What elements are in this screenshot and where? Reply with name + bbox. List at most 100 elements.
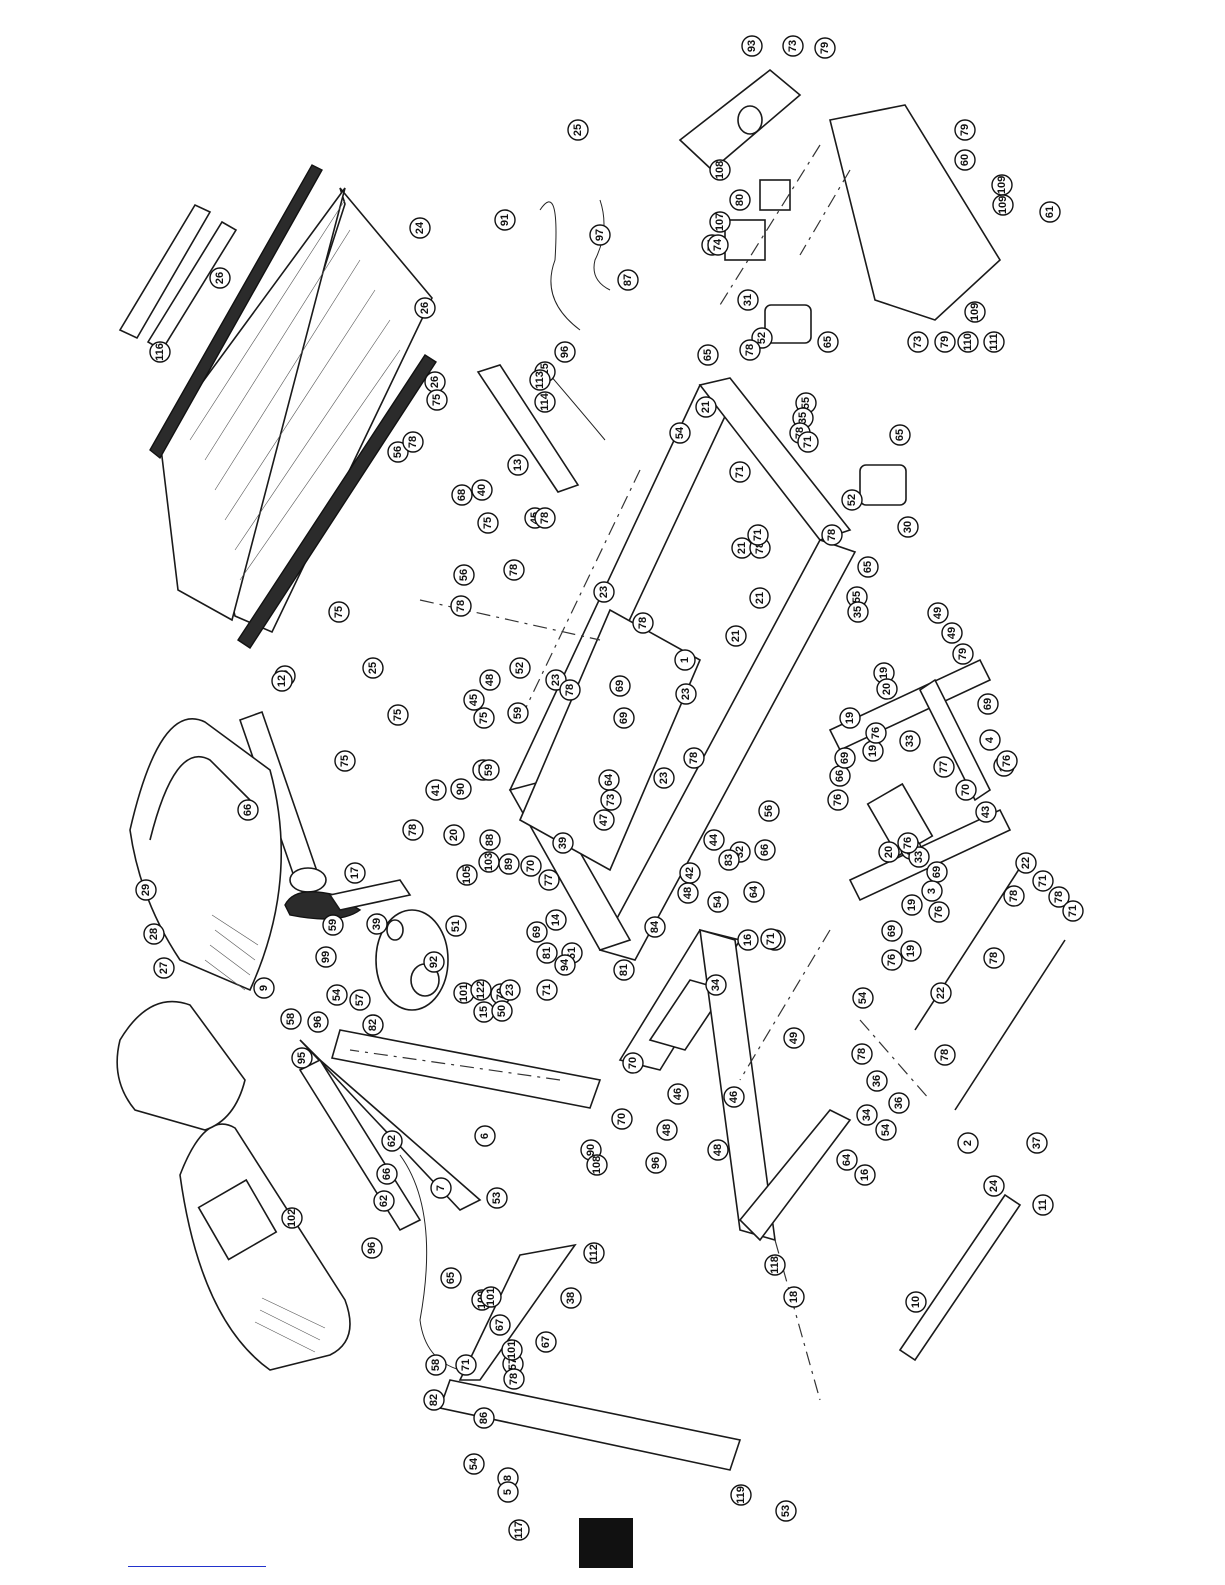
- callout-number: 64: [748, 885, 760, 898]
- callout-number: 29: [140, 884, 152, 896]
- callout-22: 22: [1015, 852, 1037, 874]
- callout-76: 76: [881, 949, 903, 971]
- callout-circle: [852, 987, 874, 1009]
- callout-number: 76: [832, 794, 844, 806]
- callout-1: 1: [674, 649, 696, 671]
- callout-number: 46: [672, 1088, 684, 1100]
- side-rails: [149, 164, 437, 649]
- callout-circle: [900, 940, 922, 962]
- callout-65: 65: [697, 344, 719, 366]
- callout-number: 65: [822, 336, 834, 348]
- callout-circle: [760, 928, 782, 950]
- callout-number: 76: [933, 906, 945, 918]
- callout-78: 78: [1048, 886, 1070, 908]
- callout-69: 69: [526, 921, 548, 943]
- callout-number: 78: [637, 617, 649, 629]
- callout-number: 101: [485, 1288, 497, 1306]
- callout-circle: [315, 946, 337, 968]
- callout-circle: [535, 1331, 557, 1353]
- callout-109: 109: [991, 174, 1013, 196]
- callout-circle: [856, 1104, 878, 1126]
- callout-number: 57: [354, 994, 366, 1006]
- callout-56: 56: [387, 441, 409, 463]
- callout-48: 48: [479, 669, 501, 691]
- callout-number: 78: [539, 512, 551, 524]
- callout-54: 54: [707, 891, 729, 913]
- callout-number: 28: [148, 928, 160, 940]
- callout-circle: [674, 649, 696, 671]
- callout-42: 42: [679, 862, 701, 884]
- callout-circle: [536, 942, 558, 964]
- callout-29: 29: [135, 879, 157, 901]
- callout-circle: [536, 979, 558, 1001]
- callout-59: 59: [507, 702, 529, 724]
- callout-circle: [888, 1092, 910, 1114]
- callout-circle: [362, 657, 384, 679]
- callout-circle: [934, 1044, 956, 1066]
- callout-number: 101: [506, 1341, 518, 1359]
- callout-87: 87: [617, 269, 639, 291]
- callout-number: 42: [684, 867, 696, 879]
- callout-number: 56: [392, 446, 404, 458]
- callout-circle: [593, 809, 615, 831]
- callout-number: 78: [826, 529, 838, 541]
- callout-number: 14: [550, 913, 562, 926]
- callout-number: 17: [349, 867, 361, 879]
- callout-circle: [478, 759, 500, 781]
- callout-circle: [941, 622, 963, 644]
- callout-38: 38: [560, 1287, 582, 1309]
- callout-75: 75: [334, 750, 356, 772]
- callout-circle: [453, 564, 475, 586]
- callout-number: 97: [594, 229, 606, 241]
- callout-circle: [1015, 852, 1037, 874]
- callout-95: 95: [291, 1047, 313, 1069]
- callout-110: 110: [957, 331, 979, 353]
- callout-circle: [705, 974, 727, 996]
- callout-circle: [899, 730, 921, 752]
- callout-99: 99: [315, 946, 337, 968]
- callout-circle: [489, 1314, 511, 1336]
- callout-circle: [851, 1043, 873, 1065]
- callout-15: 15: [473, 1001, 495, 1023]
- callout-circle: [538, 869, 560, 891]
- callout-circle: [1026, 1132, 1048, 1154]
- callout-circle: [645, 1152, 667, 1174]
- callout-number: 16: [859, 1169, 871, 1181]
- callout-circle: [952, 643, 974, 665]
- callout-number: 15: [478, 1006, 490, 1018]
- callout-number: 38: [565, 1292, 577, 1304]
- callout-76: 76: [827, 789, 849, 811]
- callout-78: 78: [534, 507, 556, 529]
- callout-46: 46: [723, 1086, 745, 1108]
- callout-65: 65: [857, 556, 879, 578]
- callout-circle: [414, 297, 436, 319]
- callout-number: 54: [331, 988, 343, 1001]
- callout-circle: [271, 670, 293, 692]
- callout-circle: [613, 959, 635, 981]
- callout-number: 75: [339, 755, 351, 767]
- callout-circle: [656, 1119, 678, 1141]
- callout-number: 50: [496, 1005, 508, 1017]
- assembly-guide-lines: [349, 144, 931, 1401]
- callout-76: 76: [996, 750, 1018, 772]
- callout-number: 64: [603, 773, 615, 786]
- callout-10: 10: [905, 1291, 927, 1313]
- callout-circle: [875, 1119, 897, 1141]
- callout-circle: [854, 1164, 876, 1186]
- callout-circle: [1003, 885, 1025, 907]
- callout-number: 78: [564, 684, 576, 696]
- footer-link-underline[interactable]: [128, 1566, 266, 1567]
- rear-stabilizer: [898, 1193, 1022, 1362]
- callout-number: 111: [988, 333, 1000, 350]
- callout-93: 93: [741, 35, 763, 57]
- callout-number: 43: [980, 806, 992, 818]
- callout-number: 66: [381, 1168, 393, 1180]
- callout-7: 7: [430, 1177, 452, 1199]
- callout-18: 18: [783, 1286, 805, 1308]
- callout-number: 71: [752, 529, 764, 541]
- callout-number: 19: [878, 667, 890, 679]
- callout-number: 4: [984, 736, 996, 743]
- callout-number: 83: [723, 854, 735, 866]
- running-belt: [159, 187, 433, 634]
- callout-number: 22: [935, 987, 947, 999]
